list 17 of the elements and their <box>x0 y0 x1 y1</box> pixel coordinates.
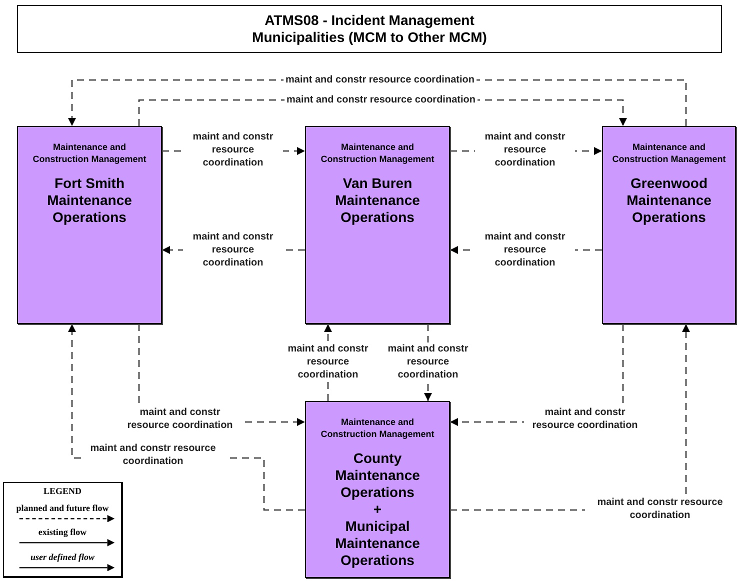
process-box <box>602 126 736 324</box>
legend-label: planned and future flow <box>16 503 109 514</box>
legend-label: user defined flow <box>30 552 94 563</box>
box-title: Van Buren Maintenance Operations <box>334 175 421 226</box>
box-title: Fort Smith Maintenance Operations <box>46 175 133 226</box>
box-category-label: Maintenance and Construction Management <box>320 141 436 165</box>
box-title: Greenwood Maintenance Operations <box>626 175 712 226</box>
diagram-title: ATMS08 - Incident Management Municipalities (MCM to Other MCM) <box>251 12 488 46</box>
box-category-label: Maintenance and Construction Management <box>611 141 727 165</box>
process-box <box>305 126 450 324</box>
box-category-label: Maintenance and Construction Management <box>32 141 148 165</box>
legend-title: LEGEND <box>43 486 82 497</box>
process-box <box>17 126 162 324</box>
legend-label: existing flow <box>38 527 87 538</box>
box-title: County Maintenance Operations + Municipal Maintenance Operations <box>334 450 421 569</box>
process-box <box>305 401 450 578</box>
box-category-label: Maintenance and Construction Management <box>320 416 436 440</box>
